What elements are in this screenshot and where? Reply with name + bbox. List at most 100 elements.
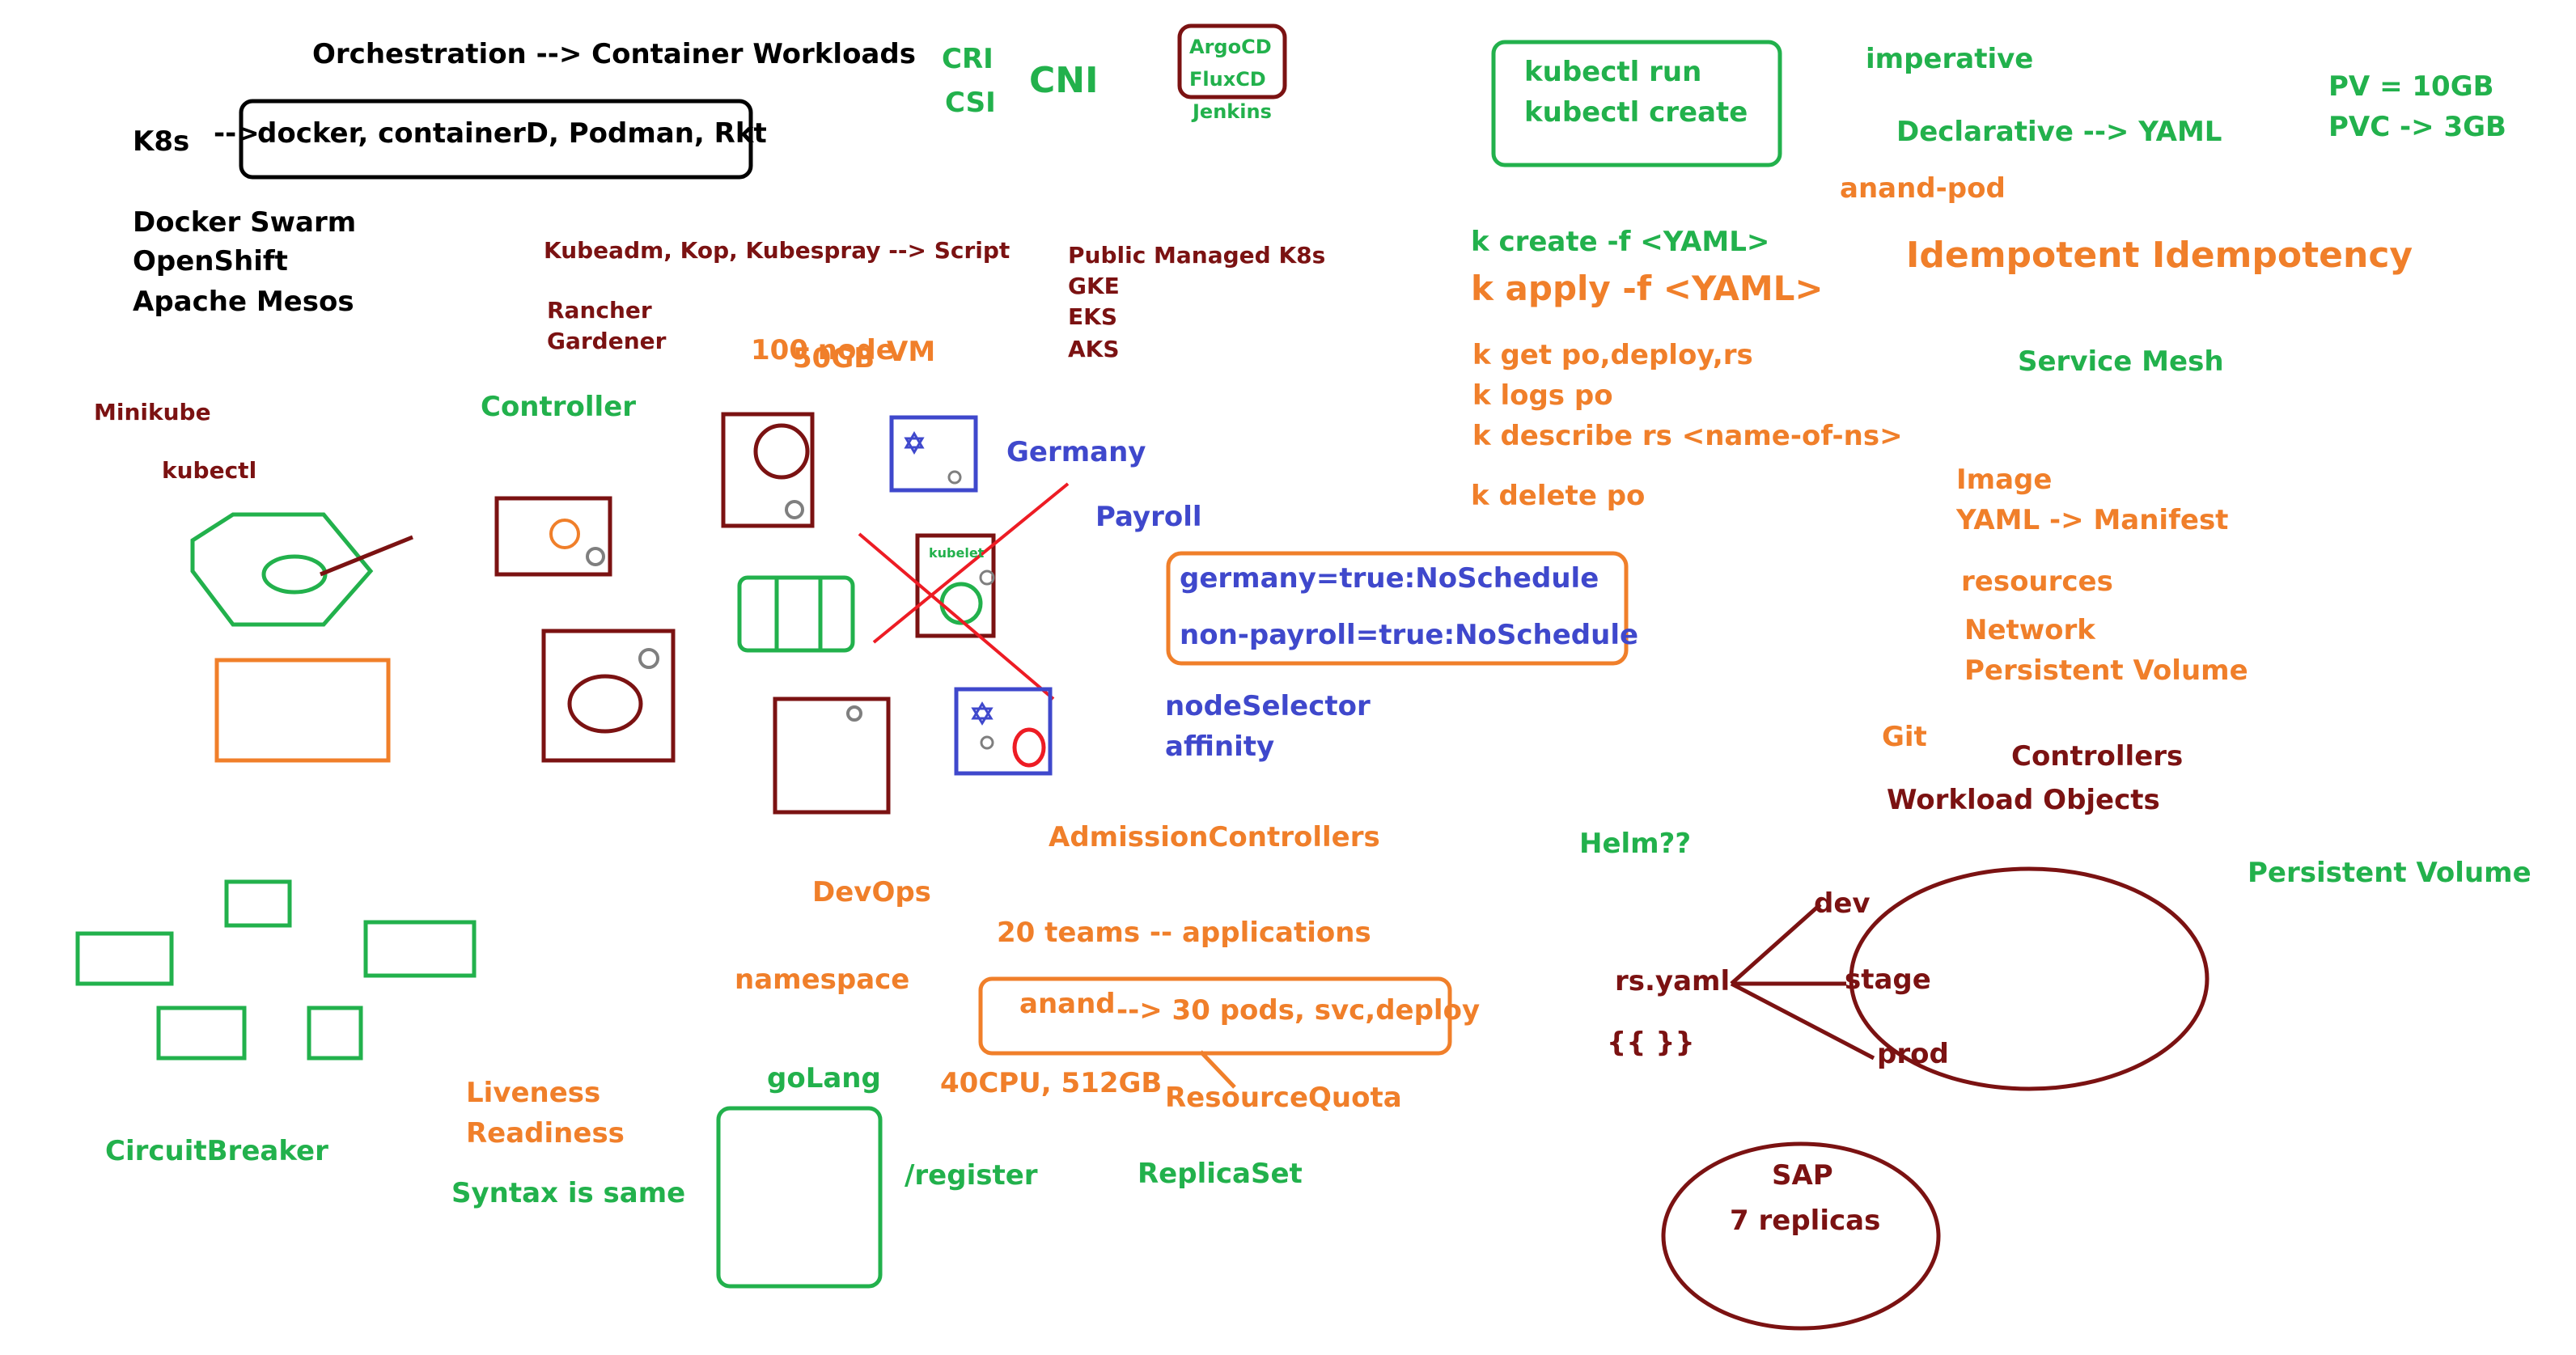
env-stage-label: stage [1845, 963, 1931, 996]
k-get-label: k get po,deploy,rs [1472, 339, 1753, 371]
apache-mesos-label: Apache Mesos [133, 286, 354, 318]
teams-label: 20 teams -- applications [997, 917, 1371, 949]
green-split-box [737, 575, 855, 653]
orange-rectangle [214, 658, 391, 763]
register-label: /register [905, 1159, 1038, 1192]
resources-label: resources [1961, 565, 2113, 598]
syntax-label: Syntax is same [451, 1177, 686, 1209]
node-box [541, 629, 676, 763]
germany-label: Germany [1006, 436, 1146, 468]
env-prod-label: prod [1877, 1038, 1949, 1070]
kubectl-run-label: kubectl run [1524, 56, 1702, 88]
pods-label: --> 30 pods, svc,deploy [1116, 994, 1481, 1027]
cross-mark [858, 532, 1055, 701]
rs-line-prod [1730, 981, 1875, 1061]
star-of-david-icon [904, 431, 925, 449]
gardener-label: Gardener [547, 328, 667, 354]
environments-ellipse [1849, 866, 2210, 1091]
controller-node-box [494, 496, 612, 577]
replicaset-label: ReplicaSet [1138, 1158, 1303, 1190]
golang-label: goLang [767, 1062, 881, 1095]
pod-circle [939, 582, 983, 625]
circuit-breaker-label: CircuitBreaker [105, 1135, 328, 1167]
csi-label: CSI [945, 87, 996, 119]
vm-label: VM [887, 336, 936, 368]
namespace-label: namespace [735, 963, 910, 996]
k-describe-label: k describe rs <name-of-ns> [1472, 420, 1903, 452]
storage-label: 50GB [793, 342, 875, 375]
node-count-label: 100 node [751, 334, 895, 366]
yaml-manifest-label: YAML -> Manifest [1956, 504, 2229, 536]
helm-label: Helm?? [1579, 828, 1692, 860]
star-of-david-icon [971, 707, 994, 726]
argocd-label: ArgoCD [1189, 36, 1272, 58]
cpu-label: 40CPU, 512GB [940, 1067, 1163, 1099]
green-rect [75, 931, 174, 986]
pod-ellipse [1012, 727, 1046, 768]
runtimes-box [239, 99, 753, 180]
pod-circle [753, 423, 810, 480]
imperative-label: imperative [1866, 43, 2034, 75]
git-label: Git [1882, 721, 1927, 753]
pod-circle [549, 519, 580, 549]
liveness-label: Liveness [466, 1077, 601, 1109]
controllers-label: Controllers [2011, 740, 2184, 773]
cross-mark [872, 482, 1070, 644]
gear-icon [785, 500, 804, 519]
k-delete-label: k delete po [1471, 480, 1646, 512]
fluxcd-label: FluxCD [1189, 68, 1266, 91]
anand-label: anand [1019, 988, 1116, 1020]
workload-objects-label: Workload Objects [1887, 784, 2160, 816]
persistent-volume-label: Persistent Volume [1964, 654, 2248, 687]
node-box [773, 697, 891, 815]
kubelet-label: kubelet [929, 545, 985, 561]
env-dev-label: dev [1814, 887, 1871, 920]
taint-germany-label: germany=true:NoSchedule [1180, 562, 1599, 595]
germany-node-box [889, 415, 978, 493]
pod-ellipse [567, 674, 643, 734]
image-label: Image [1956, 464, 2053, 496]
public-managed-label: Public Managed K8s [1068, 242, 1326, 269]
k-logs-label: k logs po [1472, 379, 1613, 412]
admission-controllers-label: AdmissionControllers [1049, 821, 1380, 853]
gear-icon [947, 470, 962, 485]
hexagon-line [320, 535, 413, 577]
aks-label: AKS [1068, 336, 1120, 362]
k-apply-label: k apply -f <YAML> [1471, 269, 1824, 308]
rs-yaml-label: rs.yaml [1615, 965, 1731, 997]
jenkins-label: Jenkins [1193, 100, 1272, 123]
gear-icon [980, 735, 994, 750]
sap-ellipse [1661, 1141, 1941, 1331]
cni-label: CNI [1029, 60, 1099, 101]
green-rect [363, 920, 477, 978]
eks-label: EKS [1068, 303, 1117, 330]
network-label: Network [1964, 614, 2095, 646]
node-box [721, 412, 815, 528]
persistent-volume-label-2: Persistent Volume [2248, 857, 2532, 889]
runtimes-label: docker, containerD, Podman, Rkt [257, 117, 767, 150]
star-of-david-icon [971, 701, 994, 720]
germany-node-box [954, 687, 1053, 776]
star-of-david-icon [904, 437, 925, 455]
gear-icon [586, 547, 605, 566]
taints-box [1166, 551, 1629, 666]
orchestration-title: Orchestration --> Container Workloads [312, 38, 916, 70]
k8s-label: K8s [133, 125, 190, 158]
kubectl-label: kubectl [162, 457, 257, 484]
green-rect [224, 879, 292, 928]
readiness-label: Readiness [466, 1117, 625, 1150]
k8s-arrow: --> [214, 117, 260, 150]
anand-box [978, 976, 1452, 1056]
pvc-label: PVC -> 3GB [2328, 111, 2506, 143]
hexagon-shape [190, 512, 374, 627]
rs-line-dev [1730, 903, 1822, 985]
gear-icon [846, 705, 862, 722]
quota-connector [1199, 1050, 1236, 1089]
payroll-label: Payroll [1095, 501, 1202, 533]
template-braces-label: {{ }} [1607, 1027, 1695, 1059]
declarative-label: Declarative --> YAML [1896, 116, 2222, 148]
gear-icon [979, 570, 995, 586]
pv-label: PV = 10GB [2328, 70, 2494, 103]
